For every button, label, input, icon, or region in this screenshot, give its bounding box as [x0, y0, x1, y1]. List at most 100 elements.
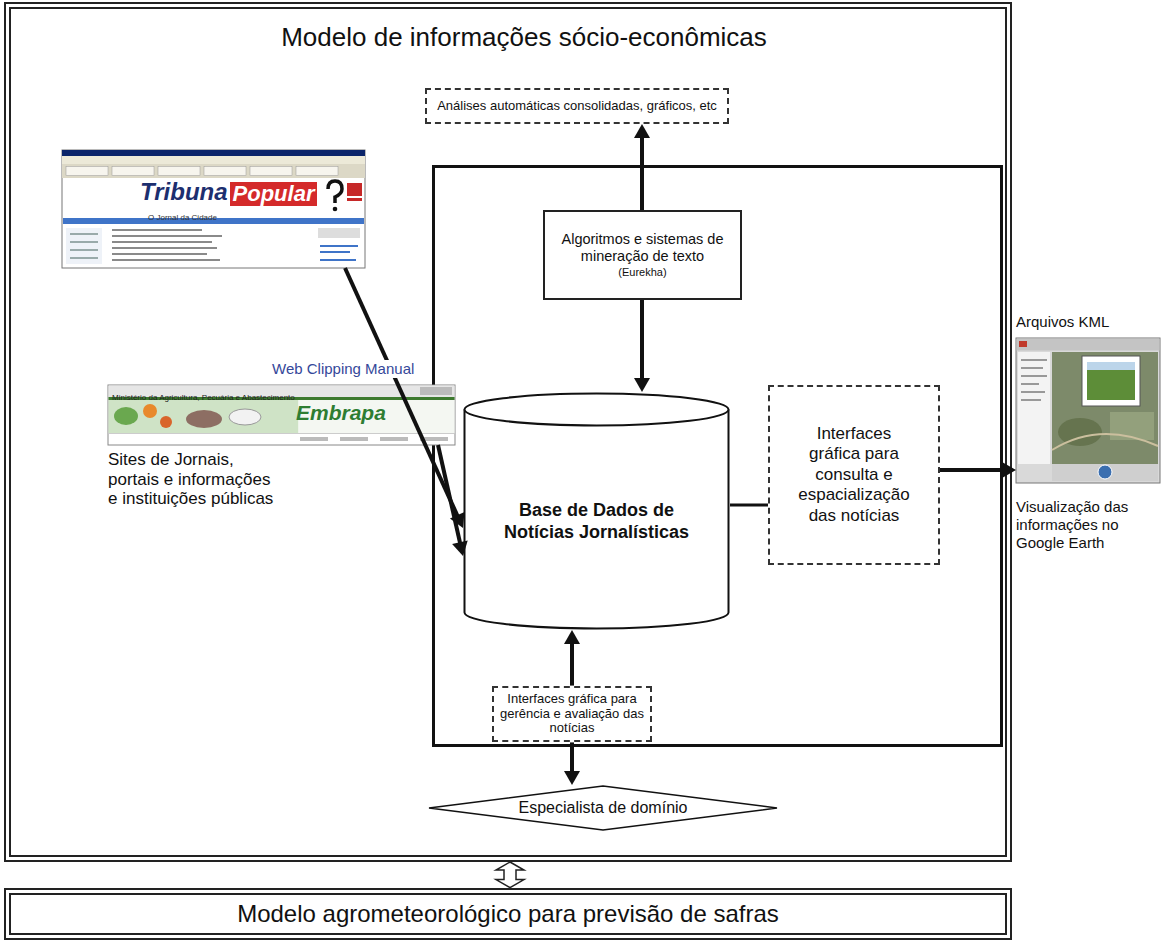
image-heading: Arquivos KML: [1016, 313, 1109, 331]
connector-line: [570, 742, 574, 773]
search-area: [420, 387, 452, 395]
popup-field: [1087, 370, 1135, 400]
map-screenshot: [1016, 338, 1160, 483]
text-holder: Visualização das informações no Google E…: [1016, 498, 1159, 552]
cow: [229, 409, 261, 425]
cylinder-body: [465, 410, 729, 629]
connector-line: [345, 268, 458, 517]
browser-tab: [204, 167, 246, 176]
arrowhead: [1002, 462, 1016, 478]
source-caption: Sites de Jornais, portais e informações …: [108, 450, 283, 509]
connector: [564, 630, 580, 686]
box-label: Especialista de domínio: [519, 798, 688, 817]
logo-text: Embrapa: [296, 402, 386, 423]
search-box: [318, 228, 360, 238]
logo-subtitle: O Jornal da Cidade: [148, 214, 217, 222]
box-label: Interfaces gráfica para consulta e espac…: [791, 424, 917, 526]
connector-line: [640, 300, 644, 380]
connector: [634, 300, 650, 392]
arrowhead: [634, 378, 650, 392]
logo-text: Popular: [230, 182, 318, 206]
model-box: Modelo agrometeorológico para previsão d…: [4, 888, 1012, 941]
terrain: [1058, 418, 1102, 446]
bottom-bar: [1052, 464, 1158, 481]
title-bar: [62, 150, 365, 156]
diamond-shape: [429, 786, 777, 830]
text-holder: Tribuna: [140, 180, 228, 204]
connector-line: [640, 136, 644, 210]
image-caption: Visualização das informações no Google E…: [1016, 498, 1159, 552]
text-holder: Arquivos KML: [1016, 313, 1109, 331]
fruit: [160, 416, 172, 428]
menu-items: [300, 437, 448, 441]
box-label: Algoritmos e sistemas de mineração de te…: [554, 231, 731, 266]
question-mark-logo: [328, 181, 342, 203]
title-text: Modelo de informações sócio-econômicas: [236, 22, 812, 53]
site-header: Ministério da Agricultura, Pecuária e Ab…: [112, 393, 295, 403]
content-lines: [112, 230, 222, 260]
connector: [438, 445, 468, 556]
road: [1052, 434, 1158, 450]
model-frame: Modelo de informações sócio-econômicasAn…: [4, 2, 1012, 862]
cow: [186, 410, 222, 428]
box-label: Interfaces gráfica para gerência e avali…: [498, 692, 646, 737]
newspaper-screenshot: TribunaPopular O Jornal da Cidade: [62, 150, 365, 268]
system-name: (Eurekha): [618, 266, 666, 279]
popup: [1082, 356, 1140, 406]
interface-box: Interfaces gráfica para consulta e espac…: [768, 385, 940, 565]
map-screenshot: Arquivos KMLVisualização das informações…: [1016, 338, 1160, 483]
connector-line: [438, 445, 460, 544]
fruit: [143, 404, 157, 418]
text-holder: Ministério da Agricultura, Pecuária e Ab…: [112, 386, 295, 404]
browser-tab: [158, 167, 200, 176]
box-label: Modelo agrometeorológico para previsão d…: [237, 900, 779, 929]
menu-rule: [109, 433, 455, 434]
connector: [564, 742, 580, 785]
terrain: [1110, 412, 1154, 440]
process-box: Algoritmos e sistemas de mineração de te…: [543, 210, 742, 300]
banner-photo: [109, 397, 299, 433]
arrowhead: [634, 124, 650, 138]
screen-frame: [1016, 338, 1160, 483]
text-holder: Modelo de informações sócio-econômicas: [236, 22, 812, 53]
newspaper-screenshot: [62, 150, 365, 268]
tool-bar: [62, 164, 365, 178]
arrowhead: [452, 541, 468, 556]
connector-line: [730, 504, 768, 507]
satellite-view: [1052, 352, 1158, 464]
popup-sky: [1087, 362, 1135, 370]
menu-bar: [62, 156, 365, 164]
text-holder: O Jornal da Cidade: [148, 206, 217, 224]
nav-control: [1098, 465, 1112, 479]
browser-tab: [250, 167, 292, 176]
partner-logo: [347, 183, 362, 196]
database-cylinder: Base de Dados de Notícias Jornalísticas: [463, 392, 730, 630]
question-mark-dot: [333, 207, 338, 212]
leaves: [114, 407, 138, 425]
side-menu: [66, 228, 102, 264]
panel-lines: [1021, 360, 1047, 400]
screen-frame: [62, 150, 365, 268]
side-panel: [1018, 352, 1050, 464]
box-label: Análises automáticas consolidadas, gráfi…: [437, 98, 717, 114]
text-holder: Embrapa: [296, 402, 386, 424]
cylinder-top: [465, 394, 729, 426]
browser-tab: [112, 167, 154, 176]
connector: [634, 124, 650, 210]
browser-tab: [66, 167, 108, 176]
link-lines: [320, 246, 358, 260]
connector-label: Web Clipping Manual: [270, 360, 416, 378]
label-holder: Web Clipping Manual: [270, 360, 416, 378]
menu-lines: [70, 234, 98, 258]
text-holder: Popular: [230, 182, 318, 206]
actor-diamond: Especialista de domínio: [428, 785, 778, 831]
connector: [730, 505, 768, 506]
inner-frame: [434, 167, 1002, 746]
arrowhead: [564, 771, 580, 785]
arrowhead: [564, 630, 580, 644]
browser-tab: [296, 167, 338, 176]
box-label: Base de Dados de Notícias Jornalísticas: [487, 500, 706, 543]
connector: [496, 862, 524, 888]
connector: [940, 462, 1016, 478]
interface-box: Interfaces gráfica para gerência e avali…: [492, 686, 652, 743]
